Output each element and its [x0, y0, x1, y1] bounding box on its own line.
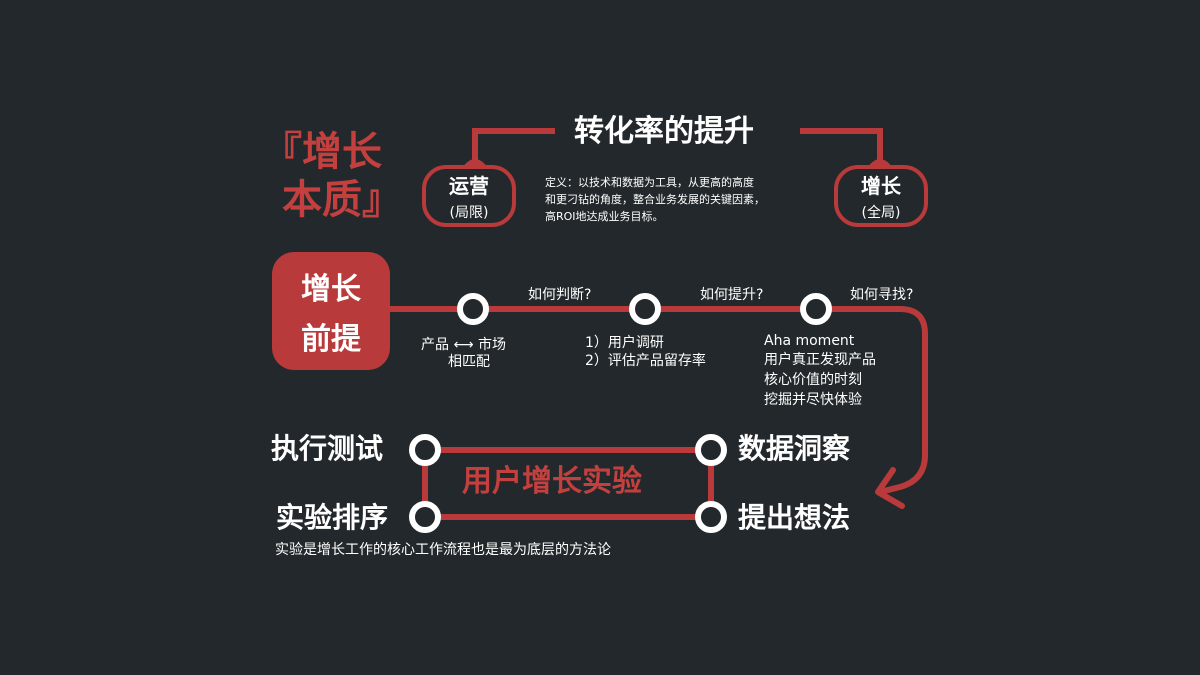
cycle-label-prioritize: 实验排序 [276, 501, 389, 534]
main-title-line2: 本质』 [282, 177, 402, 223]
step3-line2: 用户真正发现产品 [764, 352, 876, 368]
definition-line1: 定义：以技术和数据为工具，从更高的高度 [545, 176, 754, 189]
cycle-label-execute-test: 执行测试 [271, 432, 384, 465]
operations-pill-title: 运营 [449, 174, 489, 198]
premise-box-line1: 增长 [301, 272, 361, 307]
cycle-label-ideas: 提出想法 [738, 501, 851, 534]
cycle-label-data-insight: 数据洞察 [738, 432, 851, 465]
growth-pill-sub: (全局) [861, 205, 901, 221]
definition-line2: 和更刁钻的角度，整合业务发展的关键因素， [545, 193, 765, 206]
cycle-node-top-left [409, 434, 441, 466]
cycle-loop [422, 447, 714, 520]
cycle-footnote: 实验是增长工作的核心工作流程也是最为底层的方法论 [275, 542, 611, 558]
cycle-node-bottom-left [409, 501, 441, 533]
cycle-node-top-right [695, 434, 727, 466]
premise-flow-line [390, 306, 928, 495]
growth-pill-title: 增长 [861, 174, 901, 198]
step3-line3: 核心价值的时刻 [764, 372, 862, 388]
top-bracket-line [472, 128, 883, 170]
conversion-heading: 转化率的提升 [568, 117, 760, 147]
step3-line4: 挖掘并尽快体验 [764, 392, 862, 408]
premise-node-1 [457, 293, 489, 325]
step2-line2: 2）评估产品留存率 [585, 353, 706, 369]
premise-box: 增长 前提 [272, 252, 390, 370]
operations-pill-sub: (局限) [449, 205, 489, 221]
premise-node-3 [800, 293, 832, 325]
flow-arrow-head [875, 467, 905, 509]
question-judge: 如何判断? [528, 287, 592, 303]
step1-line1: 产品 ⟷ 市场 [421, 337, 506, 353]
definition-line3: 高ROI地达成业务目标。 [545, 210, 664, 223]
step3-line1: Aha moment [764, 333, 855, 349]
main-title-line1: 『增长 [262, 129, 382, 175]
question-find: 如何寻找? [850, 287, 914, 303]
step1-line2: 相匹配 [448, 354, 490, 370]
cycle-node-bottom-right [695, 501, 727, 533]
question-improve: 如何提升? [700, 287, 764, 303]
premise-node-2 [629, 293, 661, 325]
premise-box-line2: 前提 [301, 322, 361, 357]
operations-pill: 运营 (局限) [422, 165, 516, 227]
growth-pill: 增长 (全局) [834, 165, 928, 227]
step2-line1: 1）用户调研 [585, 335, 664, 351]
cycle-center-title: 用户增长实验 [462, 464, 642, 499]
